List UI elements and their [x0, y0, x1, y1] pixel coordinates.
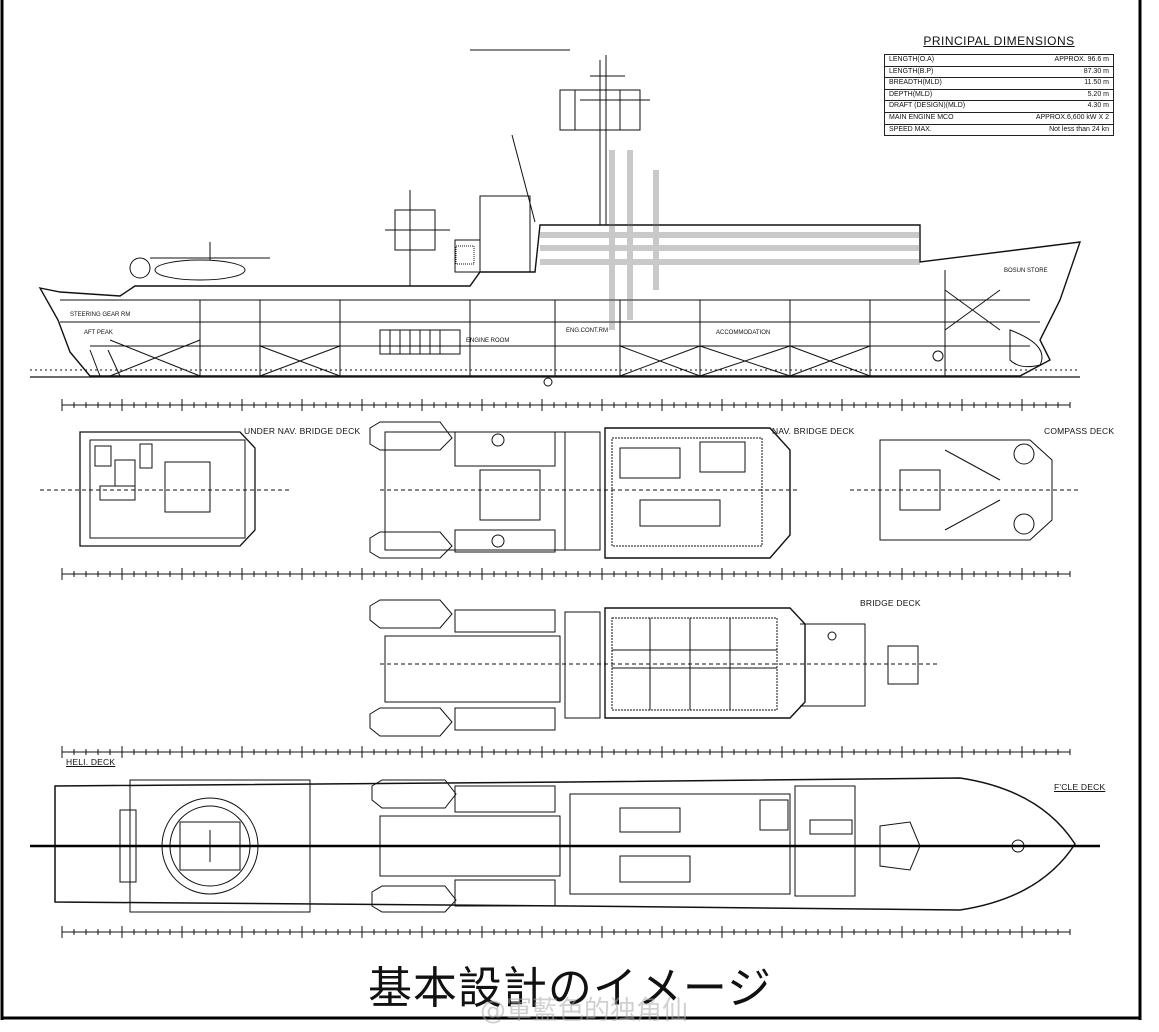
compass-deck-plan: [850, 439, 1080, 541]
principal-dimensions-rows: LENGTH(O.A) APPROX. 96.6 m LENGTH(B.P) 87.3…: [884, 54, 1114, 137]
dimension-value: 11.50 m: [1084, 79, 1109, 87]
frame-scales: [62, 404, 1070, 933]
side-profile: [30, 49, 1082, 387]
dimension-label: LENGTH(B.P): [889, 67, 934, 75]
dimension-row: LENGTH(B.P) 87.30 m: [885, 67, 1113, 79]
label-accommodation: ACCOMMODATION: [716, 330, 771, 336]
label-nav-bridge-deck: NAV. BRIDGE DECK: [772, 426, 855, 436]
label-heli-deck: HELI. DECK: [66, 757, 116, 767]
watermark: @軍藍色的独角仙: [480, 996, 689, 1026]
dimension-label: DRAFT (DESIGN)(MLD): [889, 102, 966, 110]
under-nav-bridge-deck-plan: [40, 431, 290, 547]
principal-dimensions-table: PRINCIPAL DIMENSIONS LENGTH(O.A) APPROX. …: [884, 34, 1114, 137]
frame-scale-ticks: [61, 399, 1071, 938]
heli-fcle-deck-plan: [30, 777, 1100, 913]
label-aft-peak: AFT PEAK: [84, 330, 113, 336]
dimension-value: APPROX. 96.6 m: [1054, 56, 1109, 63]
dimension-label: BREADTH(MLD): [889, 79, 942, 87]
label-engine-control-room: ENG.CONT.RM: [566, 328, 608, 334]
dimension-value: 5.20 m: [1087, 90, 1109, 98]
principal-dimensions-title: PRINCIPAL DIMENSIONS: [923, 34, 1075, 48]
dimension-row: DRAFT (DESIGN)(MLD) 4.30 m: [885, 101, 1113, 113]
label-steering-gear-room: STEERING GEAR RM: [70, 312, 131, 318]
dimension-row: MAIN ENGINE MCO APPROX.6,600 kW X 2: [885, 113, 1113, 125]
dimension-label: DEPTH(MLD): [889, 90, 933, 98]
dimension-row: LENGTH(O.A) APPROX. 96.6 m: [885, 55, 1113, 67]
label-bosun-store: BOSUN STORE: [1004, 268, 1048, 274]
dimension-label: SPEED MAX.: [889, 125, 932, 133]
caption-title: 基本設計のイメージ: [367, 963, 773, 1014]
dimension-value: APPROX.6,600 kW X 2: [1035, 113, 1109, 121]
nav-bridge-deck-plan: [369, 421, 800, 559]
dimension-row: SPEED MAX. Not less than 24 kn: [885, 125, 1113, 137]
label-bridge-deck: BRIDGE DECK: [860, 598, 921, 608]
dimension-row: DEPTH(MLD) 5.20 m: [885, 90, 1113, 102]
dimension-row: BREADTH(MLD) 11.50 m: [885, 78, 1113, 90]
label-engine-room: ENGINE ROOM: [466, 338, 510, 344]
dimension-label: MAIN ENGINE MCO: [889, 113, 954, 121]
bridge-deck-plan: [369, 599, 940, 737]
dimension-value: 4.30 m: [1087, 102, 1109, 110]
label-compass-deck: COMPASS DECK: [1044, 426, 1115, 436]
label-under-nav-bridge-deck: UNDER NAV. BRIDGE DECK: [244, 426, 361, 436]
dimension-value: 87.30 m: [1083, 67, 1109, 75]
dimension-label: LENGTH(O.A): [889, 56, 935, 63]
dimension-value: Not less than 24 kn: [1049, 125, 1109, 133]
image-ghosting: [540, 150, 920, 330]
label-fcle-deck: F'CLE DECK: [1054, 782, 1106, 792]
